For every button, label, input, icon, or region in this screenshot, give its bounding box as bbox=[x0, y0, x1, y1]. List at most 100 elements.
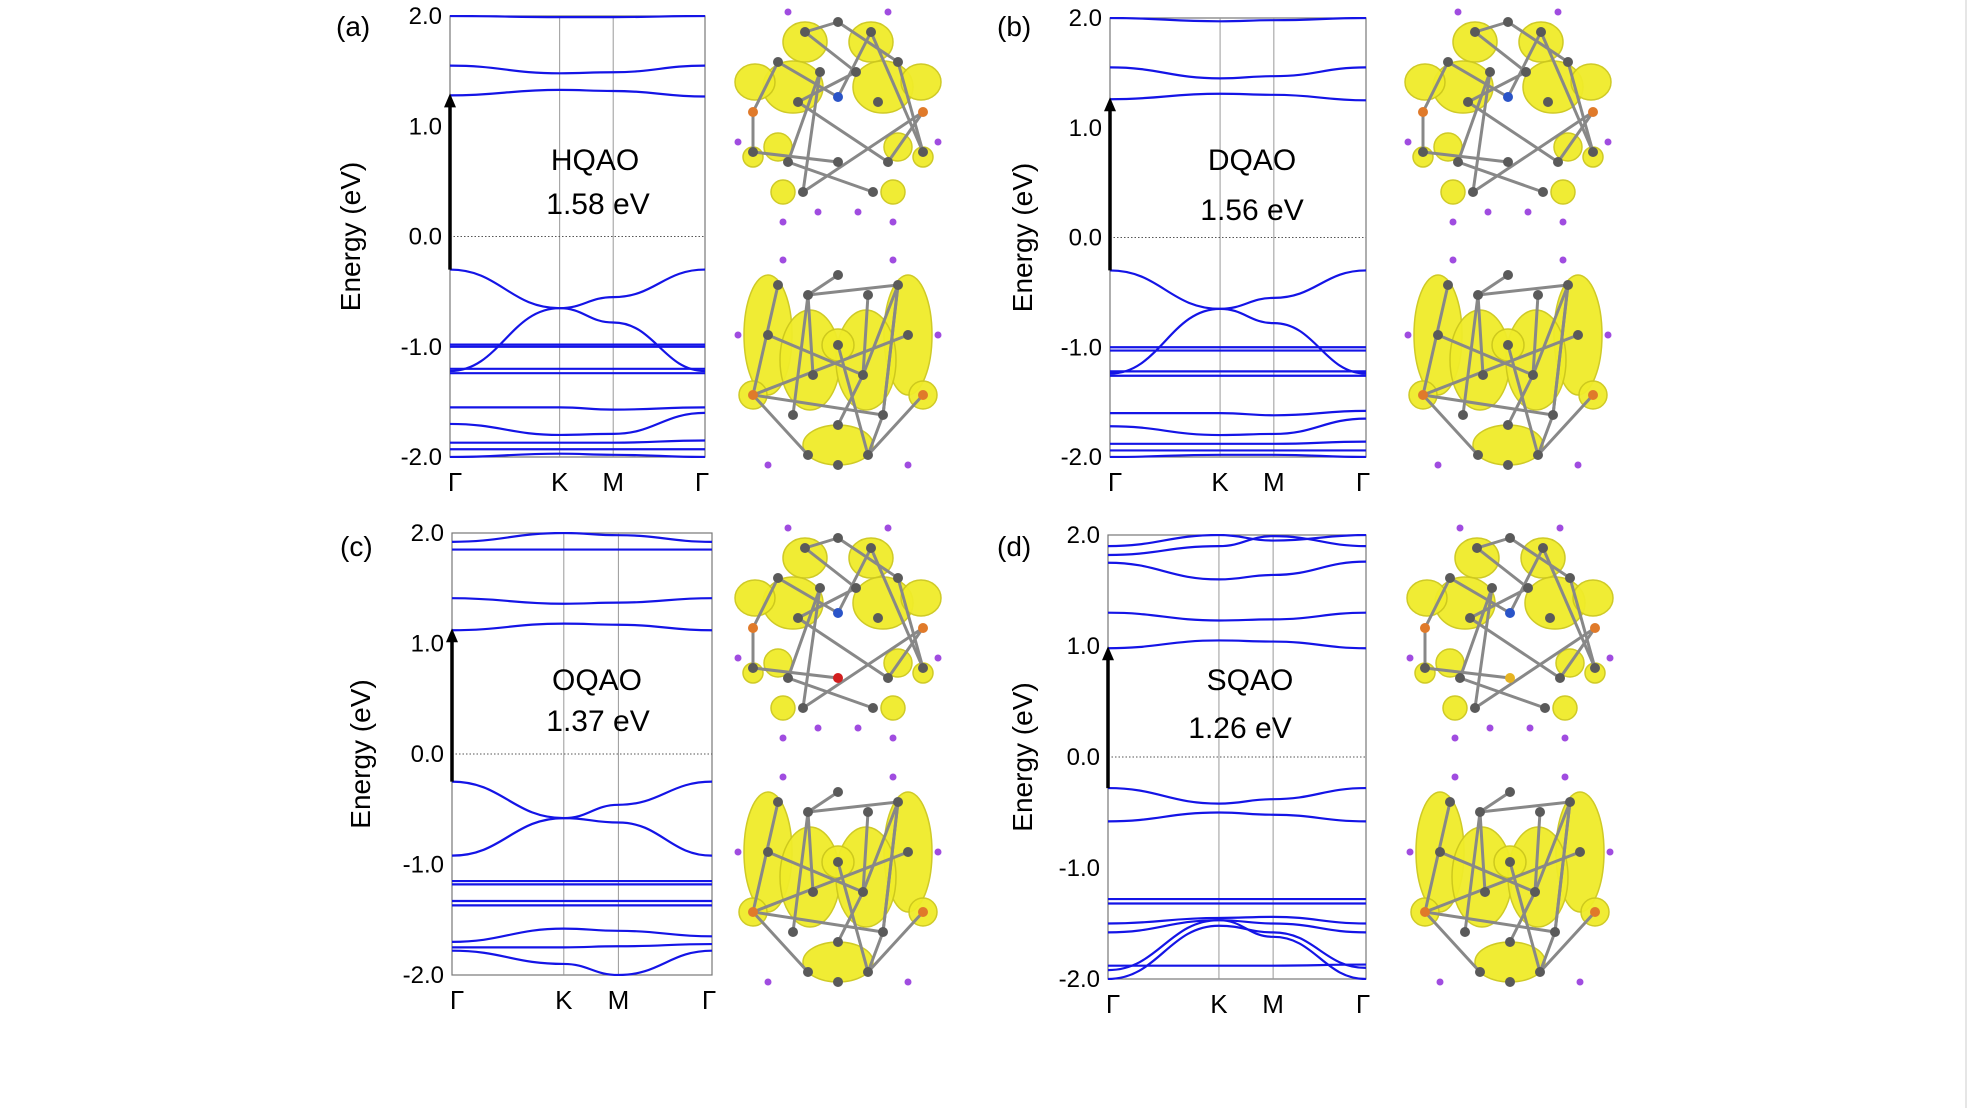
hydrogen-atom bbox=[884, 524, 892, 532]
hydrogen-atom bbox=[1484, 208, 1492, 216]
bond bbox=[767, 850, 864, 894]
bond bbox=[751, 577, 780, 629]
atom bbox=[833, 787, 843, 797]
x-tick-label: Γ bbox=[450, 985, 464, 1015]
band-line bbox=[1110, 92, 1366, 102]
atom bbox=[1573, 330, 1583, 340]
atom bbox=[878, 927, 888, 937]
bond bbox=[797, 70, 857, 104]
hydrogen-atom bbox=[1434, 461, 1442, 469]
atom bbox=[1473, 450, 1483, 460]
atom bbox=[773, 797, 783, 807]
y-tick-label: 1.0 bbox=[411, 631, 444, 658]
atom bbox=[866, 27, 876, 37]
isosurface-lobe bbox=[1452, 21, 1498, 63]
atom bbox=[1470, 27, 1480, 37]
atom bbox=[863, 807, 873, 817]
bond bbox=[791, 811, 810, 933]
bond bbox=[752, 910, 884, 934]
hydrogen-atom bbox=[934, 331, 942, 339]
atom bbox=[883, 673, 893, 683]
band-line bbox=[1108, 963, 1366, 967]
x-tick-label: Γ bbox=[1356, 467, 1370, 497]
x-tick-label: Γ bbox=[1356, 989, 1370, 1019]
bond bbox=[751, 801, 780, 913]
band-line bbox=[452, 597, 712, 605]
bond bbox=[1469, 586, 1529, 620]
bond bbox=[836, 861, 870, 973]
atom bbox=[788, 410, 798, 420]
hydrogen-atom bbox=[1606, 654, 1614, 662]
bond bbox=[752, 850, 909, 914]
atom bbox=[1443, 57, 1453, 67]
band-line bbox=[1108, 560, 1366, 581]
hydrogen-atom bbox=[784, 524, 792, 532]
band-line bbox=[1108, 811, 1366, 823]
atom bbox=[1443, 280, 1453, 290]
atom bbox=[1505, 608, 1515, 618]
atom bbox=[808, 887, 818, 897]
atom bbox=[833, 937, 843, 947]
atom bbox=[1588, 147, 1598, 157]
bond bbox=[861, 294, 870, 376]
atom bbox=[1420, 907, 1430, 917]
hydrogen-atom bbox=[734, 138, 742, 146]
band-line bbox=[1108, 924, 1366, 980]
hydrogen-atom bbox=[1449, 256, 1457, 264]
y-tick-label: -1.0 bbox=[403, 852, 444, 879]
atom bbox=[863, 967, 873, 977]
bond bbox=[1538, 931, 1557, 973]
atom bbox=[918, 623, 928, 633]
isosurface-lobe bbox=[1454, 537, 1500, 579]
atom bbox=[1487, 583, 1497, 593]
atom bbox=[851, 583, 861, 593]
atom bbox=[1503, 460, 1513, 470]
atom bbox=[893, 797, 903, 807]
atom bbox=[763, 330, 773, 340]
atom bbox=[803, 290, 813, 300]
homo-orbital-illustration bbox=[1404, 256, 1612, 470]
atom bbox=[918, 663, 928, 673]
bond bbox=[1506, 344, 1540, 456]
bond bbox=[752, 333, 909, 397]
bond bbox=[787, 160, 874, 194]
atom bbox=[833, 157, 843, 167]
bond bbox=[1474, 626, 1596, 710]
bond bbox=[1533, 801, 1572, 893]
bond bbox=[1463, 811, 1482, 933]
atom bbox=[773, 573, 783, 583]
atom bbox=[1480, 887, 1490, 897]
bond bbox=[869, 31, 925, 153]
bond bbox=[1424, 910, 1556, 934]
atom bbox=[798, 187, 808, 197]
atom bbox=[800, 543, 810, 553]
bond bbox=[1449, 576, 1511, 615]
bond bbox=[837, 20, 899, 64]
bond bbox=[791, 294, 810, 416]
band-line bbox=[452, 780, 712, 820]
atom bbox=[1521, 67, 1531, 77]
atom bbox=[1535, 967, 1545, 977]
bond bbox=[1459, 676, 1546, 710]
bond bbox=[861, 284, 900, 376]
band-line bbox=[450, 406, 705, 411]
panel-label: (d) bbox=[997, 531, 1031, 562]
hydrogen-atom bbox=[1606, 848, 1614, 856]
atom bbox=[1550, 927, 1560, 937]
atom bbox=[748, 390, 758, 400]
atom bbox=[1453, 157, 1463, 167]
bond bbox=[777, 576, 839, 615]
band-line bbox=[450, 88, 705, 98]
y-tick-label: 0.0 bbox=[409, 224, 442, 251]
band-line bbox=[450, 452, 705, 458]
hydrogen-atom bbox=[1559, 256, 1567, 264]
x-tick-label: K bbox=[551, 467, 569, 497]
hydrogen-atom bbox=[1451, 773, 1459, 781]
atom bbox=[1418, 390, 1428, 400]
bond bbox=[1508, 891, 1537, 943]
bond bbox=[806, 811, 815, 893]
atom bbox=[918, 907, 928, 917]
y-tick-label: 0.0 bbox=[1067, 744, 1100, 771]
bond bbox=[1539, 31, 1595, 153]
atom bbox=[1505, 977, 1515, 987]
